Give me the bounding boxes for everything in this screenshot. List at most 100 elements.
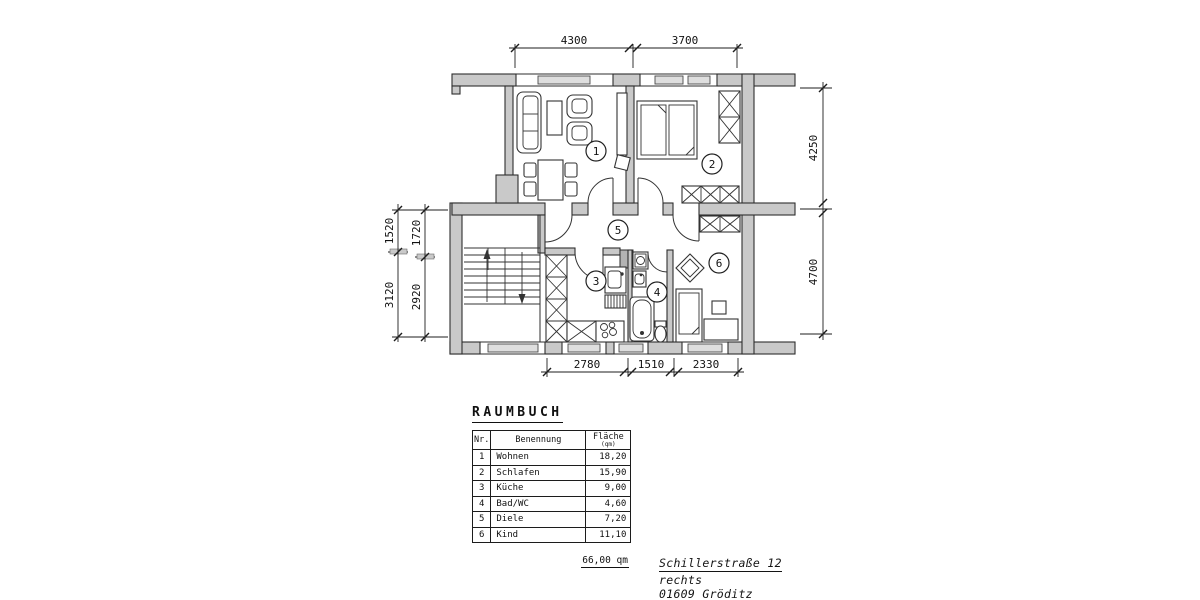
wardrobe [681,185,740,204]
dishwasher [604,294,627,309]
svg-text:3700: 3700 [672,34,699,47]
washing-machine [632,251,649,270]
armchair [566,121,593,146]
svg-text:4300: 4300 [561,34,588,47]
table-diamond [675,253,705,283]
table-row: 4 Bad/WC 4,60 [471,495,632,512]
svg-text:2780: 2780 [574,358,601,371]
window-staircase [487,343,539,353]
cell-nr: 3 [471,480,492,497]
double-bed [636,100,698,160]
area-unit-label: Fläche [593,432,624,442]
address-block: Schillerstraße 12 rechts 01609 Gröditz [659,556,782,600]
window-living [537,75,591,85]
cell-area: 15,90 [585,464,632,481]
bath-door [647,252,668,273]
window-kitchen [567,343,601,353]
kitchen-furniture [545,254,627,343]
raumbuch-section: RAUMBUCH Nr. Benennung Fläche (qm) 1 Woh… [471,401,632,568]
svg-text:2920: 2920 [410,284,423,311]
coffee-table [546,100,563,136]
window-bedroom-2 [687,75,711,85]
address-side: rechts [659,572,703,587]
svg-text:4250: 4250 [807,135,820,162]
svg-text:3120: 3120 [383,282,396,309]
dimension-chain-bottom: 2780 1510 2330 [541,358,744,377]
svg-text:6: 6 [716,257,723,270]
stove [595,320,625,343]
table-row: 1 Wohnen 18,20 [471,449,632,466]
raumbuch-table: Nr. Benennung Fläche (qm) 1 Wohnen 18,20… [471,430,632,543]
svg-text:4: 4 [654,286,661,299]
living-room-furniture [516,91,631,201]
cell-area: 18,20 [585,449,632,466]
svg-text:1: 1 [593,145,600,158]
room-label-5: 5 [607,219,629,241]
table-row: 6 Kind 11,10 [471,526,632,543]
address-city: 01609 Gröditz [659,587,753,600]
bedroom-furniture [636,90,741,204]
svg-text:5: 5 [615,224,622,237]
area-unit-sub: (qm) [601,441,616,448]
svg-text:2330: 2330 [693,358,720,371]
bath-furniture [629,251,667,343]
svg-text:4700: 4700 [807,259,820,286]
staircase [464,247,540,305]
room-label-1: 1 [585,140,607,162]
room-label-3: 3 [585,270,607,292]
cell-area: 11,10 [585,526,632,543]
cell-name: Diele [490,511,587,528]
table-row: 2 Schlafen 15,90 [471,464,632,481]
column-header-name: Benennung [490,430,587,450]
table-header-row: Nr. Benennung Fläche (qm) [471,430,632,450]
dimension-chain-right: 4250 4700 [800,82,832,340]
svg-text:1510: 1510 [638,358,665,371]
kitchen-sink [604,266,627,294]
dimension-chain-left: 1520 3120 1720 2920 [383,204,448,342]
kid-bed [675,288,703,343]
sofa [516,91,542,154]
window-bath [618,343,644,353]
cell-nr: 4 [471,495,492,512]
cell-nr: 6 [471,526,492,543]
exterior-walls [449,73,796,355]
base-cabinet [566,320,597,343]
cell-name: Kind [490,526,587,543]
entry-door [544,214,573,243]
table-row: 3 Küche 9,00 [471,480,632,497]
chair [711,300,727,315]
wardrobe [718,90,741,144]
raumbuch-title: RAUMBUCH [472,405,563,423]
cell-area: 7,20 [585,511,632,528]
sideboard [616,92,628,156]
cell-nr: 1 [471,449,492,466]
cell-name: Bad/WC [490,495,587,512]
bedroom-door [637,177,664,204]
bathtub [629,296,655,342]
column-header-nr: Nr. [471,430,492,450]
wardrobe [699,215,741,233]
cell-name: Wohnen [490,449,587,466]
bath-sink [632,270,647,288]
svg-text:1520: 1520 [383,218,396,245]
cell-area: 9,00 [585,480,632,497]
mid-wall [451,202,796,216]
armchair [566,94,593,119]
dimension-chain-top: 4300 3700 [509,34,743,68]
cell-area: 4,60 [585,495,632,512]
kid-room-door [672,214,700,242]
desk [703,318,739,341]
address-street: Schillerstraße 12 [659,556,782,572]
interior-walls [495,85,674,343]
dining-table [523,159,578,201]
toilet [654,320,667,343]
stair-up-arrow-icon [483,249,491,302]
room-number-labels: 1 2 3 4 5 6 [585,140,730,303]
svg-text:1720: 1720 [410,220,423,247]
cell-name: Schlafen [490,464,587,481]
column-header-area: Fläche (qm) [585,430,632,450]
room-label-4: 4 [646,281,668,303]
window-kid [687,343,723,353]
svg-text:3: 3 [593,275,600,288]
